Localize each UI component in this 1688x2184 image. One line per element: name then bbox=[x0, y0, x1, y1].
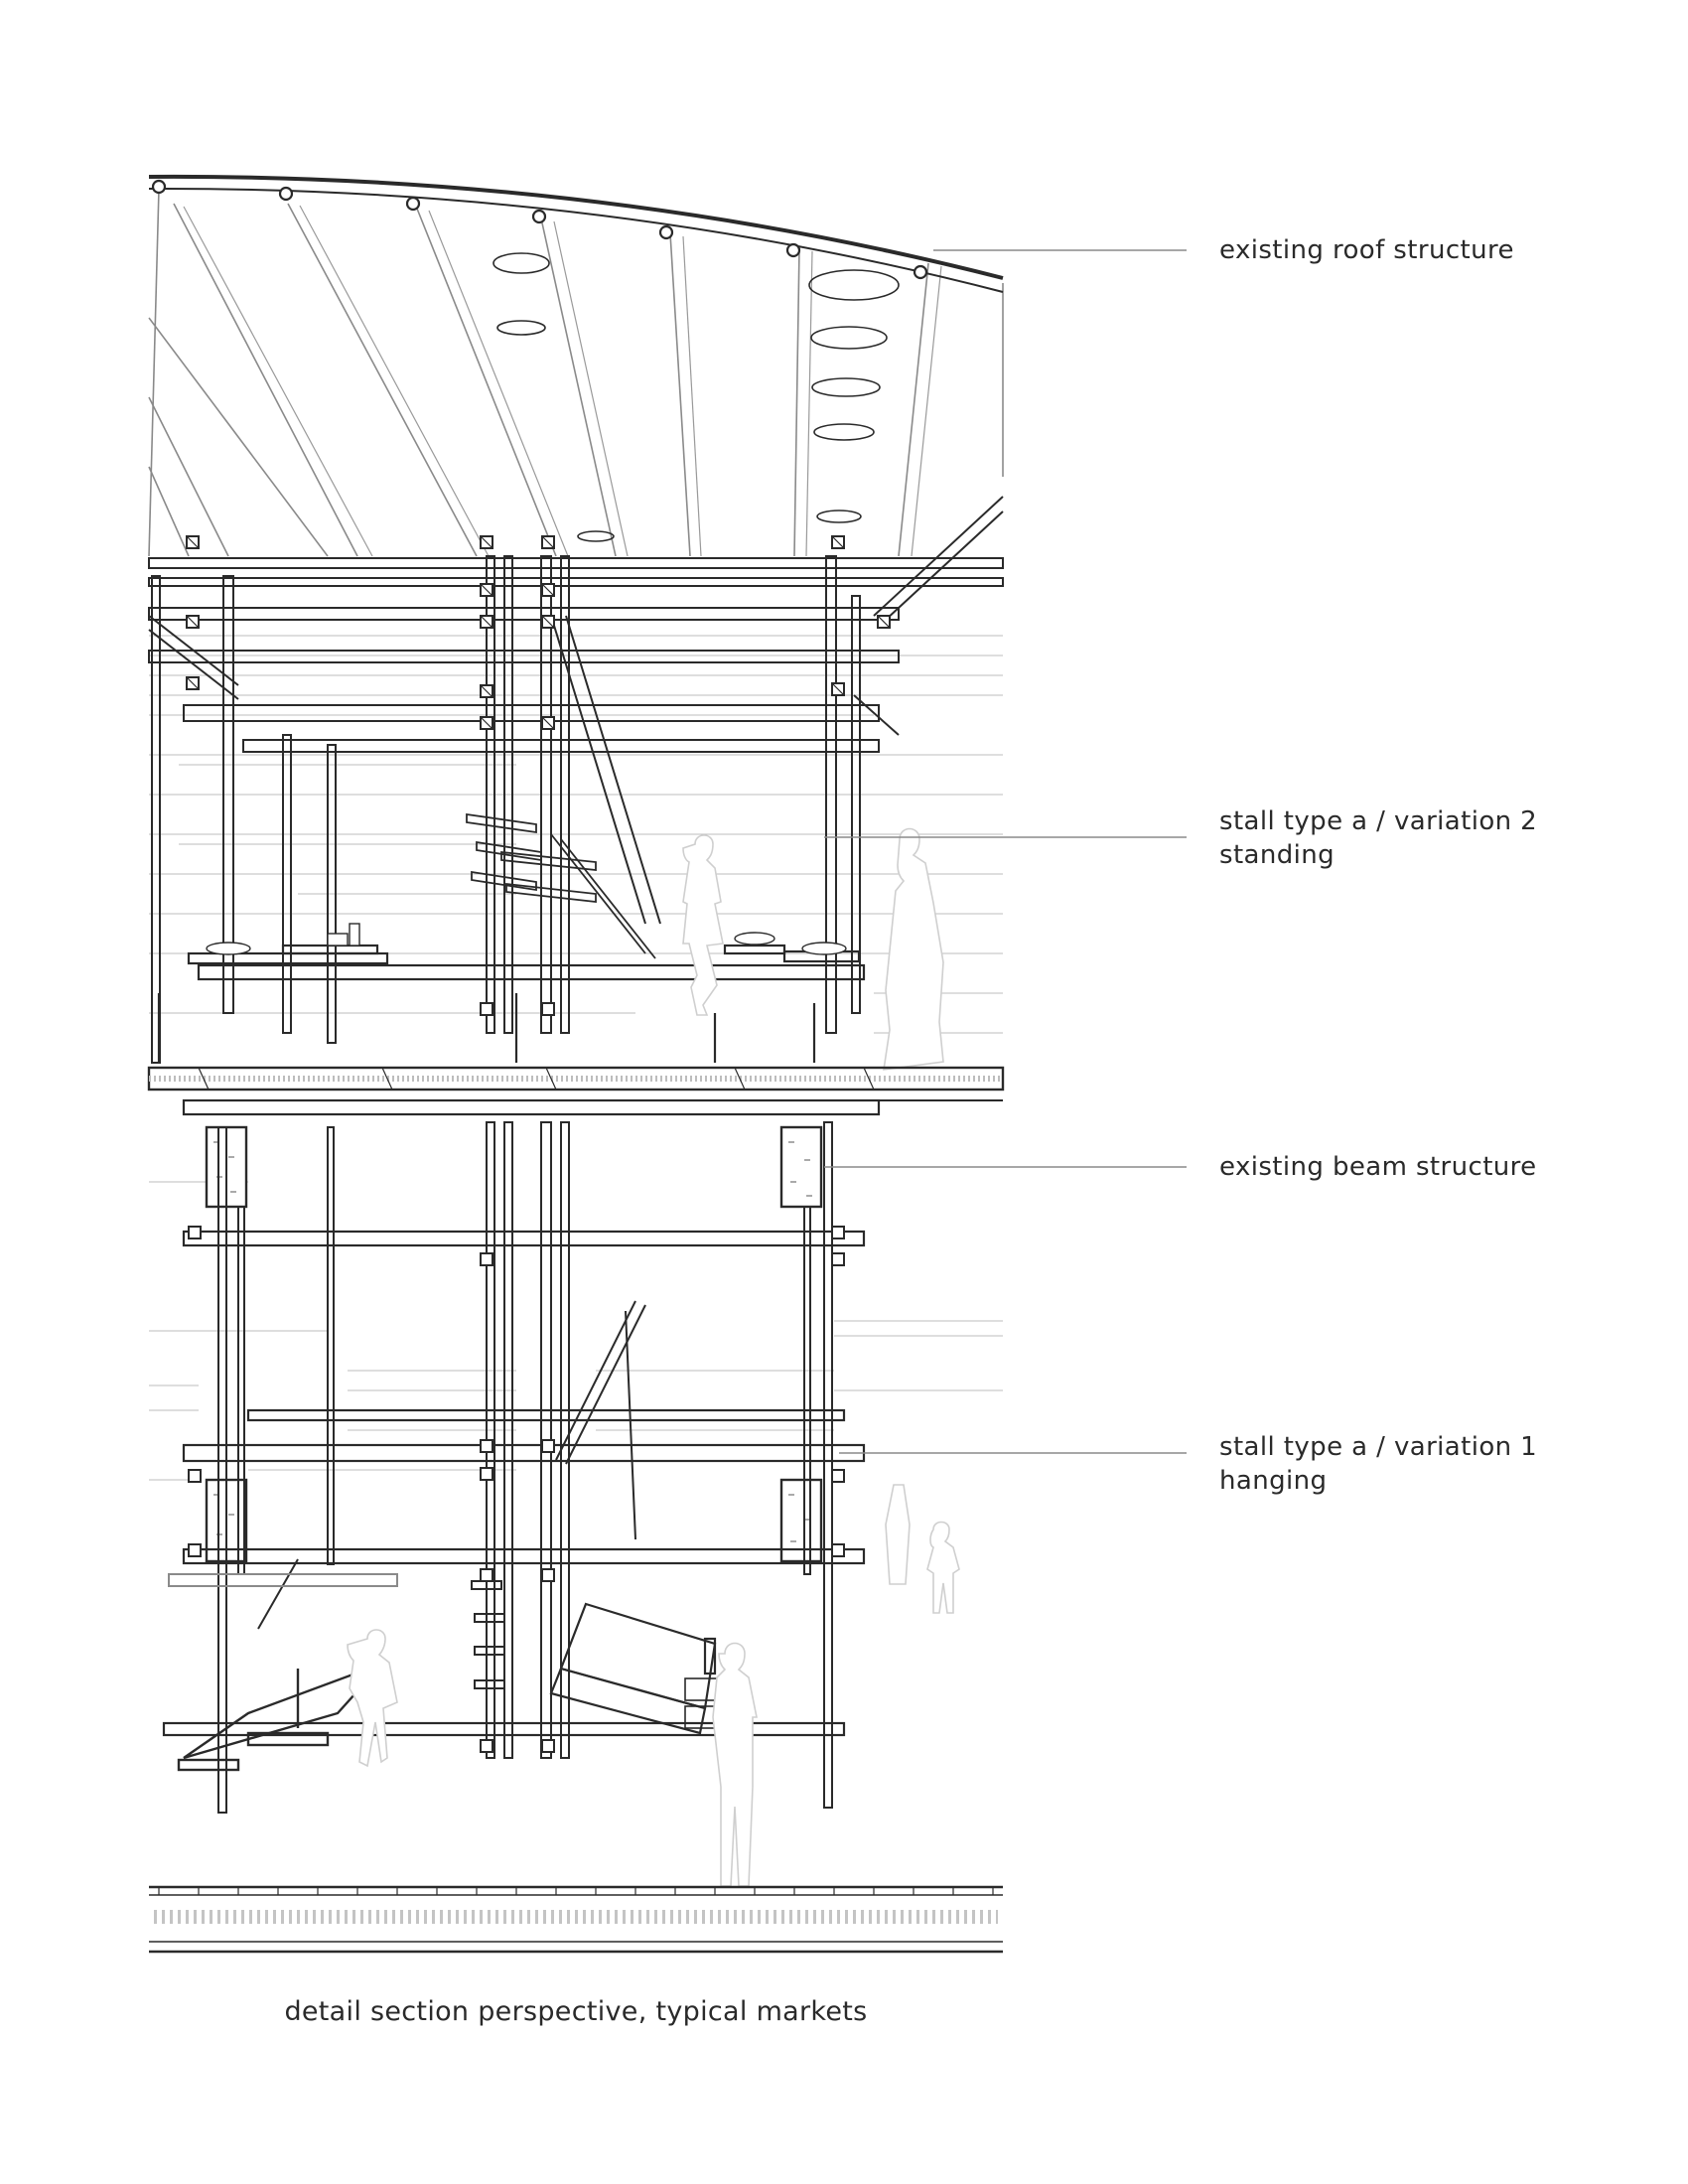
label-text: standing bbox=[1219, 840, 1336, 870]
person-silhouette bbox=[347, 1629, 398, 1768]
label-existing-beam-structure: existing beam structure bbox=[1219, 1150, 1537, 1184]
roof-ribs bbox=[148, 188, 1004, 557]
upper-shelves bbox=[466, 812, 656, 959]
lower-connector-nodes bbox=[188, 1226, 845, 1753]
produce-baskets bbox=[206, 923, 847, 955]
label-text: existing beam structure bbox=[1219, 1152, 1537, 1182]
label-text: hanging bbox=[1219, 1466, 1328, 1496]
label-stall-type-a-variation-1: stall type a / variation 1 hanging bbox=[1219, 1430, 1537, 1498]
figure-caption: detail section perspective, typical mark… bbox=[284, 1996, 868, 2027]
person-silhouette bbox=[712, 1642, 758, 1887]
existing-beam-blocks bbox=[205, 1125, 823, 1563]
upper-stall-frame bbox=[148, 496, 1004, 1064]
person-silhouette bbox=[885, 1484, 911, 1585]
lower-people bbox=[347, 1484, 960, 1887]
upper-counters bbox=[157, 944, 866, 1063]
person-silhouette bbox=[682, 834, 724, 1016]
upper-posts bbox=[151, 555, 861, 1064]
roof-nodes bbox=[151, 179, 928, 280]
roof-structure bbox=[148, 174, 1004, 557]
upper-diagonal-braces bbox=[148, 496, 1004, 925]
ground-slab bbox=[149, 1885, 1003, 1954]
tilted-display-box bbox=[549, 1602, 726, 1735]
person-silhouette bbox=[883, 827, 944, 1071]
lower-stall-frame bbox=[149, 1121, 1003, 1814]
roof-rib-doubles bbox=[183, 205, 942, 557]
label-text: existing roof structure bbox=[1219, 235, 1514, 265]
lower-diagonals bbox=[257, 1300, 646, 1630]
skylights bbox=[492, 252, 900, 542]
floor-slab bbox=[147, 1066, 1005, 1116]
label-text: stall type a / variation 2 bbox=[1219, 806, 1538, 836]
lower-background-lines bbox=[149, 1181, 1003, 1481]
leader-lines bbox=[824, 249, 1187, 1454]
lower-rails bbox=[162, 1230, 866, 1737]
label-stall-type-a-variation-2: stall type a / variation 2 standing bbox=[1219, 804, 1537, 872]
label-existing-roof-structure: existing roof structure bbox=[1219, 233, 1514, 267]
label-text: stall type a / variation 1 bbox=[1219, 1432, 1538, 1462]
roof-arch bbox=[148, 174, 1004, 280]
child-silhouette bbox=[926, 1521, 960, 1614]
hanging-shelves bbox=[168, 1573, 505, 1689]
upper-people bbox=[682, 827, 944, 1071]
